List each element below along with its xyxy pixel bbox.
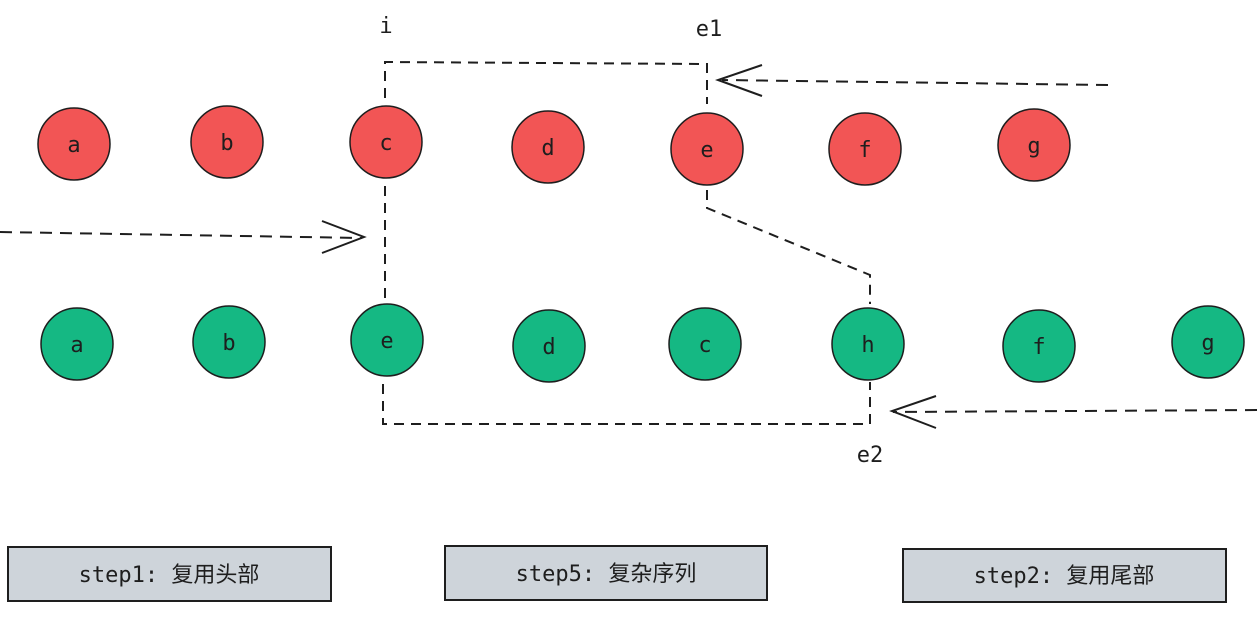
step2-label: step2: 复用尾部 [974,564,1155,589]
step5-label: step5: 复杂序列 [516,562,697,587]
bottom-bracket-line [382,382,871,425]
e2-arrow-line [892,409,1257,413]
new-node-label: f [1032,335,1045,360]
old-node-a: a [37,107,111,181]
new-node-h: h [831,307,905,381]
e1-arrow-head [714,64,763,97]
step5-box: step5: 复杂序列 [444,545,768,601]
old-node-label: c [379,131,392,156]
old-node-e: e [670,112,744,186]
head-arrow-head [321,220,367,254]
old-node-label: d [541,136,554,161]
new-node-label: a [70,333,83,358]
e2-arrow-head [889,395,937,429]
old-node-b: b [190,105,264,179]
arrows [0,64,1257,429]
new-node-label: d [542,335,555,360]
step2-box: step2: 复用尾部 [902,548,1227,603]
pointer-label-e2: e2 [857,443,884,468]
new-node-label: g [1201,331,1214,356]
top-bracket-line [384,60,708,104]
new-node-g: g [1171,305,1245,379]
dashed-boundaries [382,60,871,425]
old-node-label: a [67,133,80,158]
step1-label: step1: 复用头部 [79,563,260,588]
pointer-label-e1: e1 [696,17,723,42]
new-node-d: d [512,309,586,383]
old-node-g: g [997,108,1071,182]
old-node-f: f [828,112,902,186]
old-node-d: d [511,110,585,184]
e-to-h-diagonal-line [706,190,871,304]
old-node-label: f [858,138,871,163]
new-node-label: c [698,333,711,358]
new-node-b: b [192,305,266,379]
old-node-c: c [349,105,423,179]
old-node-label: e [700,138,713,163]
old-sequence-row: a b c d e f g [37,105,1071,186]
step1-box: step1: 复用头部 [7,546,332,602]
new-node-e: e [350,303,424,377]
old-node-label: b [220,131,233,156]
new-node-label: b [222,331,235,356]
new-node-label: e [380,329,393,354]
e1-arrow-line [721,79,1109,86]
head-arrow-line [0,231,363,239]
new-node-c: c [668,307,742,381]
new-sequence-row: a b e d c h f g [40,303,1245,383]
new-node-a: a [40,307,114,381]
new-node-f: f [1002,309,1076,383]
pointer-label-i: i [379,14,392,39]
old-node-label: g [1027,134,1040,159]
new-node-label: h [861,333,874,358]
